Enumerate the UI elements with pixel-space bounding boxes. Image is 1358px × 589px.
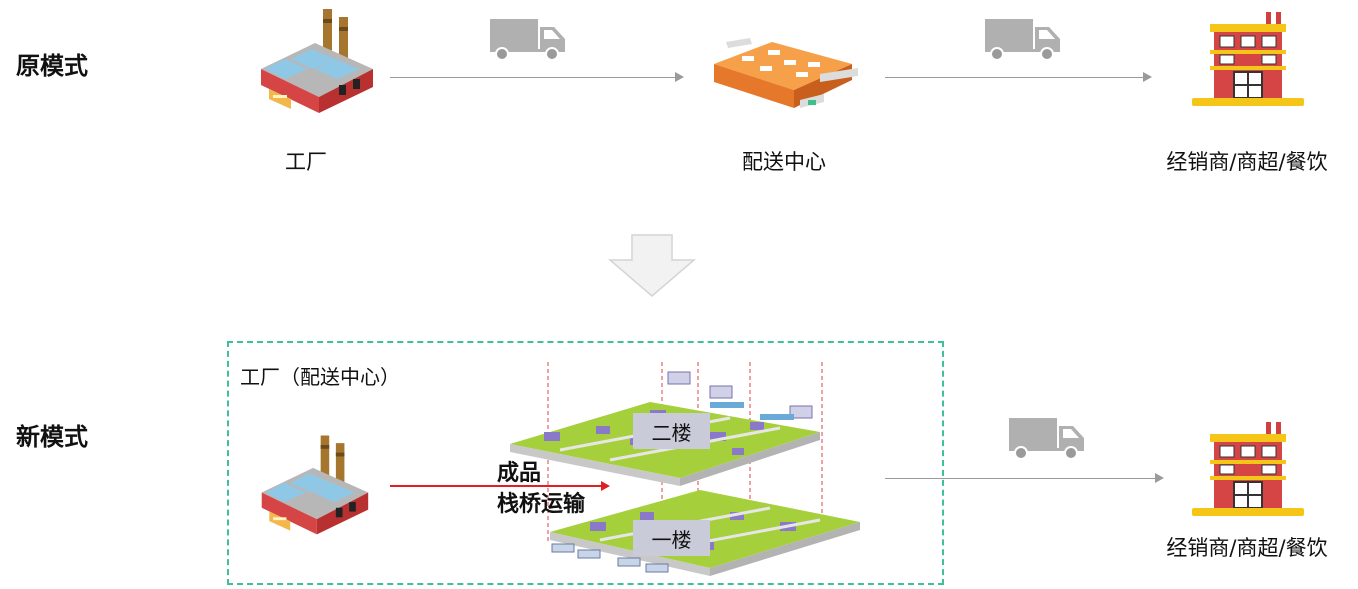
old-mode-label: 原模式: [16, 52, 88, 80]
flow-arrowhead-3: [1155, 473, 1164, 483]
factory-dc-box: [227, 341, 944, 585]
retailer-caption-bottom: 经销商/商超/餐饮: [1166, 536, 1328, 560]
truck-icon: [490, 17, 566, 61]
flow-arrowhead-1: [675, 72, 684, 82]
down-arrow-icon: [608, 234, 696, 298]
bridge-arrowhead: [601, 481, 610, 491]
distribution-center-caption: 配送中心: [742, 150, 826, 174]
new-mode-label: 新模式: [16, 423, 88, 451]
flow-arrow-2: [885, 77, 1144, 78]
factory-icon: [256, 430, 372, 538]
flow-arrow-3: [885, 478, 1156, 479]
retailer-caption-top: 经销商/商超/餐饮: [1166, 150, 1328, 174]
floor-2-label: 二楼: [633, 413, 710, 449]
factory-dc-box-title: 工厂（配送中心）: [240, 365, 400, 389]
factory-caption: 工厂: [285, 150, 327, 174]
truck-icon: [985, 17, 1061, 61]
factory-icon: [255, 5, 377, 115]
store-icon: [1188, 420, 1308, 520]
truck-icon: [1009, 416, 1085, 460]
store-icon: [1188, 10, 1308, 110]
bridge-label-line2: 栈桥运输: [497, 492, 586, 517]
flow-arrow-1: [390, 77, 676, 78]
bridge-arrow: [390, 485, 602, 487]
warehouse-icon: [712, 38, 860, 114]
bridge-label-line1: 成品: [497, 461, 542, 486]
flow-arrowhead-2: [1143, 72, 1152, 82]
floor-1-label: 一楼: [633, 520, 710, 556]
